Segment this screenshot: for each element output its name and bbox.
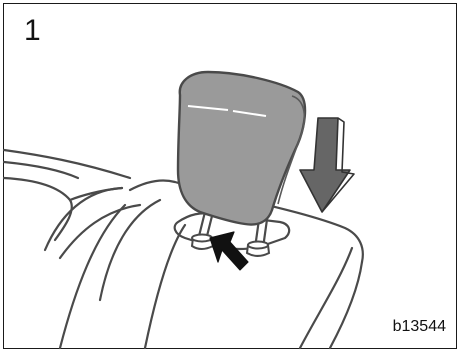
push-arrow bbox=[210, 232, 248, 270]
headrest bbox=[178, 72, 305, 224]
down-arrow bbox=[300, 118, 354, 212]
